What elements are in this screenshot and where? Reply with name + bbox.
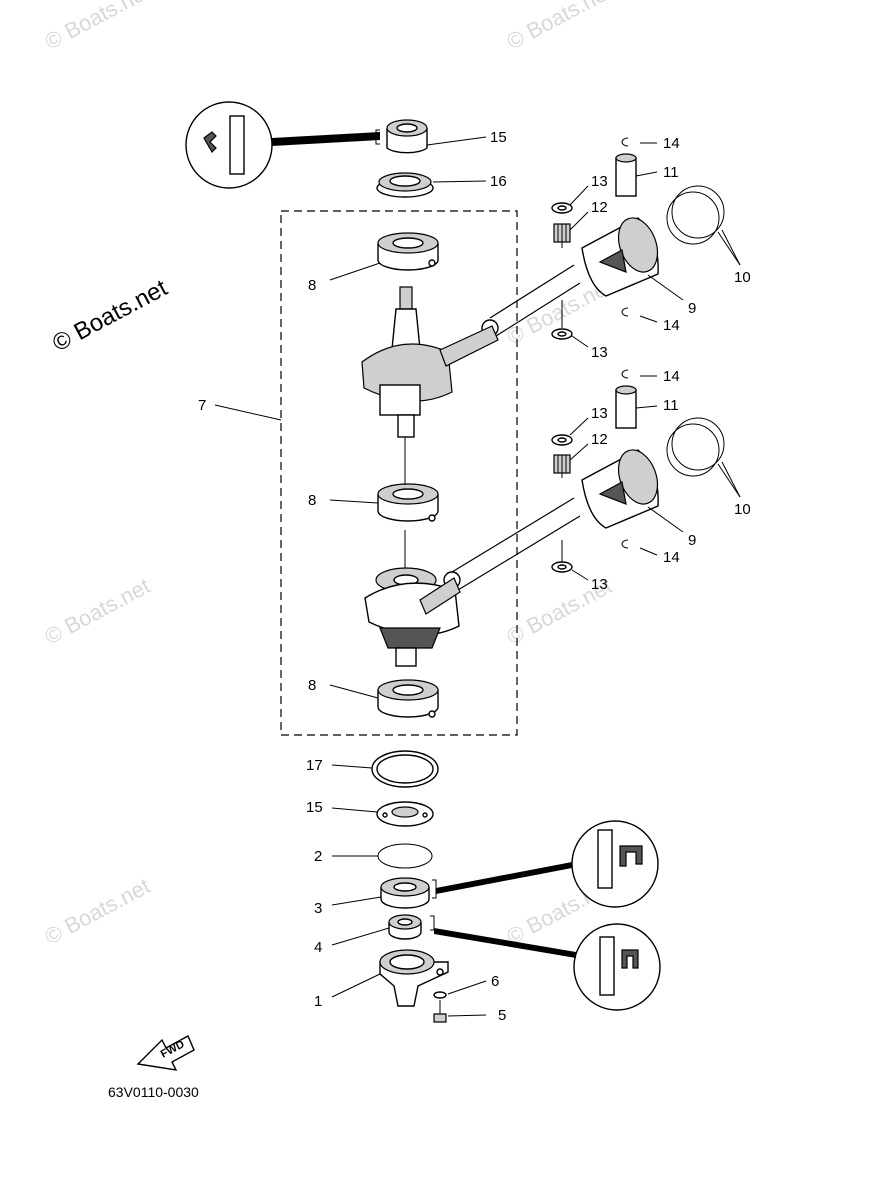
main-watermark: © Boats.net <box>48 274 172 357</box>
washer-6 <box>433 991 447 999</box>
callout-number: 17 <box>306 757 323 774</box>
callout-number: 6 <box>491 973 499 990</box>
connecting-rod-upper <box>439 264 581 367</box>
watermark: © Boats.net <box>41 0 155 54</box>
diagram-code: 63V0110-0030 <box>108 1084 199 1100</box>
bearing-housing-top <box>376 172 434 198</box>
washers <box>551 202 573 573</box>
callout-number: 3 <box>314 900 322 917</box>
callout-number: 13 <box>591 576 608 593</box>
seal-detail-circle-middle <box>436 820 659 908</box>
crankshaft-assembly-box <box>280 210 518 736</box>
callout-number: 12 <box>591 431 608 448</box>
piston-rings-lower <box>666 417 725 477</box>
watermark: © Boats.net <box>41 573 155 649</box>
lower-bearing-housing-1 <box>379 949 449 1007</box>
seal-housing-15-lower <box>376 801 434 827</box>
o-ring-17 <box>371 750 439 788</box>
callout-number: 8 <box>308 492 316 509</box>
oil-seal-top <box>375 119 428 154</box>
ball-bearing-upper <box>377 232 439 271</box>
callout-number: 14 <box>663 317 680 334</box>
callout-number: 11 <box>663 397 679 414</box>
callout-number: 11 <box>663 164 679 181</box>
callout-number: 13 <box>591 405 608 422</box>
callout-number: 4 <box>314 939 322 956</box>
bolt-5 <box>433 1000 447 1023</box>
callout-number: 5 <box>498 1007 506 1024</box>
watermark: © Boats.net <box>503 0 617 54</box>
callout-number: 13 <box>591 173 608 190</box>
ball-bearing-middle <box>377 483 439 522</box>
oil-seal-4 <box>388 914 435 940</box>
callout-number: 10 <box>734 501 751 518</box>
o-ring-2 <box>377 843 433 869</box>
piston-rings-upper <box>666 185 725 245</box>
crankshaft <box>361 286 460 667</box>
ball-bearing-lower <box>377 679 439 718</box>
callout-number: 9 <box>688 300 696 317</box>
callout-number: 16 <box>490 173 507 190</box>
leader-lines <box>214 136 741 1017</box>
seal-detail-circle-top <box>185 101 380 189</box>
watermark: © Boats.net <box>41 873 155 949</box>
callout-numbers: 15 16 14 11 13 12 10 8 9 14 13 7 14 11 1… <box>198 129 751 1024</box>
connecting-rod-lower <box>419 497 581 615</box>
callout-number: 9 <box>688 532 696 549</box>
needle-bearing-lower <box>553 454 571 474</box>
callout-number: 15 <box>490 129 507 146</box>
oil-seal-3 <box>380 877 437 909</box>
callout-number: 10 <box>734 269 751 286</box>
callout-number: 13 <box>591 344 608 361</box>
piston-upper <box>581 217 659 297</box>
piston-pins <box>615 153 637 429</box>
callout-number: 7 <box>198 397 206 414</box>
forward-arrow-icon: FWD <box>136 1035 195 1071</box>
callout-number: 15 <box>306 799 323 816</box>
callout-number: 1 <box>314 993 322 1010</box>
piston-lower <box>581 449 659 529</box>
piston-pin-clips <box>621 137 629 549</box>
callout-number: 8 <box>308 277 316 294</box>
callout-number: 14 <box>663 368 680 385</box>
callout-number: 12 <box>591 199 608 216</box>
seal-detail-circle-bottom <box>434 923 661 1011</box>
callout-number: 14 <box>663 549 680 566</box>
callout-number: 2 <box>314 848 322 865</box>
needle-bearing-upper <box>553 223 571 243</box>
callout-number: 8 <box>308 677 316 694</box>
callout-number: 14 <box>663 135 680 152</box>
